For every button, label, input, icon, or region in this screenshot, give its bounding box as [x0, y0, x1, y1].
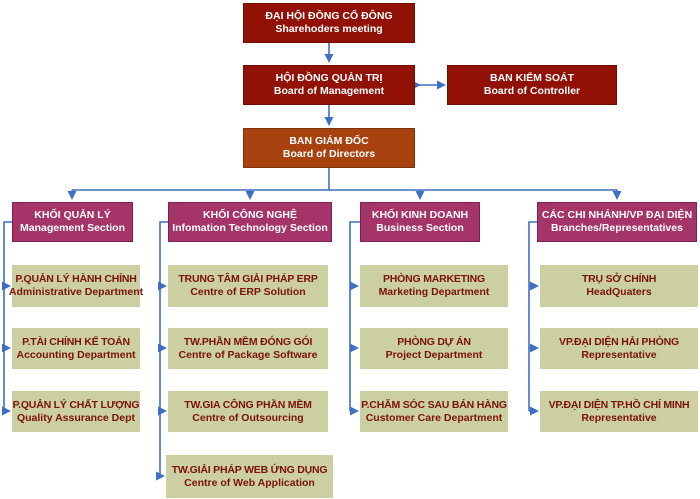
node-package-software-centre: TW.PHẦN MỀM ĐÓNG GÓI Centre of Package S… — [168, 328, 328, 369]
node-administrative-department: P.QUẢN LÝ HÀNH CHÍNH Administrative Depa… — [8, 265, 144, 307]
node-label-vn: HỘI ĐỒNG QUẢN TRỊ — [275, 72, 383, 84]
branch-label-en: Representative — [581, 348, 657, 361]
node-board-of-management: HỘI ĐỒNG QUẢN TRỊ Board of Management — [243, 65, 415, 105]
node-project-department: PHÒNG DỰ ÁN Project Department — [360, 328, 508, 369]
dept-label-vn: P.QUẢN LÝ HÀNH CHÍNH — [15, 273, 137, 285]
dept-label-vn: P.CHĂM SÓC SAU BÁN HÀNG — [361, 398, 507, 411]
node-web-application-centre: TW.GIẢI PHÁP WEB ỨNG DỤNG Centre of Web … — [166, 455, 333, 498]
section-label-en: Branches/Representatives — [551, 222, 683, 234]
dept-label-en: Quality Assurance Dept — [16, 411, 136, 424]
node-board-of-directors: BAN GIÁM ĐỐC Board of Directors — [243, 128, 415, 168]
node-headquarters: TRỤ SỞ CHÍNH HeadQuaters — [540, 265, 698, 307]
dept-label-en: Marketing Department — [378, 286, 490, 298]
node-marketing-department: PHÒNG MARKETING Marketing Department — [360, 265, 508, 307]
node-label-en: Sharehoders meeting — [275, 23, 383, 35]
dept-label-vn: TW.PHẦN MỀM ĐÓNG GÓI — [183, 335, 313, 348]
node-label-en: Board of Directors — [282, 148, 376, 160]
node-label-en: Board of Controller — [483, 85, 581, 97]
branch-label-vn: VP.ĐẠI DIỆN HẢI PHÒNG — [559, 335, 679, 348]
section-label-en: Business Section — [376, 222, 464, 234]
section-label-vn: KHỐI CÔNG NGHỆ — [203, 209, 297, 221]
section-header-technology: KHỐI CÔNG NGHỆ Infomation Technology Sec… — [168, 202, 332, 242]
branch-label-en: Representative — [581, 411, 657, 424]
section-header-business: KHỐI KINH DOANH Business Section — [360, 202, 480, 242]
dept-label-vn: TW.GIA CÔNG PHẦN MỀM — [184, 398, 312, 411]
node-quality-assurance-dept: P.QUẢN LÝ CHẤT LƯỢNG Quality Assurance D… — [12, 391, 140, 432]
dept-label-vn: P.QUẢN LÝ CHẤT LƯỢNG — [12, 398, 140, 411]
section-label-vn: KHỐI KINH DOANH — [371, 209, 469, 221]
dept-label-vn: TRUNG TÂM GIẢI PHÁP ERP — [178, 273, 318, 285]
node-shareholders-meeting: ĐẠI HỘI ĐỒNG CỔ ĐÔNG Sharehoders meeting — [243, 3, 415, 43]
section-label-vn: KHỐI QUẢN LÝ — [34, 209, 111, 221]
dept-label-en: Centre of Web Application — [184, 476, 315, 489]
node-accounting-department: P.TÀI CHÍNH KẾ TOÁN Accounting Departmen… — [12, 328, 140, 369]
node-outsourcing-centre: TW.GIA CÔNG PHẦN MỀM Centre of Outsourci… — [168, 391, 328, 432]
branch-label-en: HeadQuaters — [586, 286, 652, 298]
dept-label-en: Centre of Outsourcing — [192, 411, 304, 424]
section-label-en: Management Section — [19, 222, 126, 234]
node-label-en: Board of Management — [273, 85, 385, 97]
branch-label-vn: TRỤ SỞ CHÍNH — [581, 273, 657, 285]
dept-label-en: Centre of ERP Solution — [190, 286, 306, 298]
dept-label-vn: PHÒNG MARKETING — [382, 273, 485, 285]
node-haiphong-representative: VP.ĐẠI DIỆN HẢI PHÒNG Representative — [540, 328, 698, 369]
section-header-management: KHỐI QUẢN LÝ Management Section — [12, 202, 133, 242]
section-label-vn: CÁC CHI NHÁNH/VP ĐẠI DIỆN — [541, 209, 693, 221]
dept-label-vn: P.TÀI CHÍNH KẾ TOÁN — [22, 335, 130, 348]
dept-label-vn: TW.GIẢI PHÁP WEB ỨNG DỤNG — [171, 463, 328, 476]
branch-label-vn: VP.ĐẠI DIỆN TP.HỒ CHÍ MINH — [548, 398, 690, 411]
node-label-vn: BAN KIỂM SOÁT — [490, 72, 574, 84]
node-erp-solution-centre: TRUNG TÂM GIẢI PHÁP ERP Centre of ERP So… — [168, 265, 328, 307]
dept-label-en: Administrative Department — [8, 286, 144, 298]
dept-label-en: Customer Care Department — [365, 411, 503, 424]
dept-label-en: Project Department — [385, 348, 483, 361]
dept-label-en: Centre of Package Software — [178, 348, 318, 361]
node-customer-care-department: P.CHĂM SÓC SAU BÁN HÀNG Customer Care De… — [360, 391, 508, 432]
dept-label-vn: PHÒNG DỰ ÁN — [397, 335, 471, 348]
node-board-of-controller: BAN KIỂM SOÁT Board of Controller — [447, 65, 617, 105]
node-hochiminh-representative: VP.ĐẠI DIỆN TP.HỒ CHÍ MINH Representativ… — [540, 391, 698, 432]
dept-label-en: Accounting Department — [16, 348, 136, 361]
section-header-branches: CÁC CHI NHÁNH/VP ĐẠI DIỆN Branches/Repre… — [537, 202, 697, 242]
node-label-vn: ĐẠI HỘI ĐỒNG CỔ ĐÔNG — [265, 10, 393, 22]
section-label-en: Infomation Technology Section — [172, 222, 328, 234]
node-label-vn: BAN GIÁM ĐỐC — [289, 135, 369, 147]
